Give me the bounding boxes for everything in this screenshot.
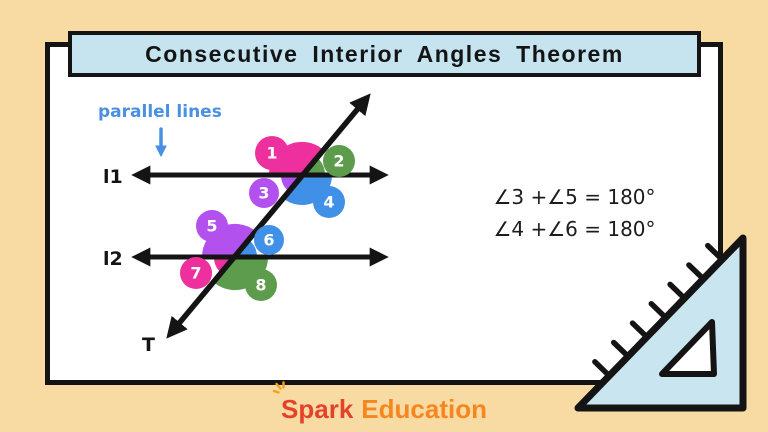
angle-badge-2 xyxy=(323,145,355,177)
transversal-label: T xyxy=(142,334,155,356)
ruler-inner-hole xyxy=(659,319,717,377)
triangle-ruler-icon xyxy=(574,234,747,412)
parallel-lines-annotation: parallel lines xyxy=(98,102,222,122)
title-banner: Consecutive Interior Angles Theorem xyxy=(68,31,701,77)
angle-badges: 1 2 3 4 5 6 7 8 xyxy=(180,136,355,301)
angle-badge-label-6: 6 xyxy=(263,231,274,250)
line2-label: l2 xyxy=(103,248,123,270)
angle-badge-5 xyxy=(196,210,228,242)
page-title: Consecutive Interior Angles Theorem xyxy=(145,40,624,67)
angle-badge-label-4: 4 xyxy=(323,193,334,212)
equation-2: ∠4 +∠6 = 180° xyxy=(493,217,656,241)
angle-badge-label-3: 3 xyxy=(258,184,269,203)
angles-diagram: 1 2 3 4 5 6 7 8 parallel lines l1 l2 T xyxy=(98,93,389,356)
theorem-equations: ∠3 +∠5 = 180° ∠4 +∠6 = 180° xyxy=(462,181,687,245)
ruler-tick-marks xyxy=(592,242,725,379)
logo-word-spark-text: Spark xyxy=(281,394,354,424)
equation-1: ∠3 +∠5 = 180° xyxy=(493,185,656,209)
logo-word-spark: Spark xyxy=(272,381,354,425)
angle-badge-6 xyxy=(254,225,284,255)
spark-burst-icon xyxy=(272,381,285,394)
line1-label: l1 xyxy=(103,166,123,188)
angle-badge-label-8: 8 xyxy=(255,276,266,295)
angle-badge-label-5: 5 xyxy=(206,217,217,236)
angle-badge-3 xyxy=(249,178,279,208)
angle-badge-label-7: 7 xyxy=(190,264,201,283)
angle-badge-7 xyxy=(180,257,212,289)
angle-badge-1 xyxy=(255,136,289,170)
transversal-line xyxy=(166,93,371,339)
angle-badge-label-2: 2 xyxy=(333,152,344,171)
ruler-body xyxy=(574,234,747,412)
logo-word-education: Education xyxy=(361,394,487,424)
angle-badge-8 xyxy=(245,269,277,301)
spark-education-logo: Spark Education xyxy=(0,381,768,425)
angle-badge-4 xyxy=(313,186,345,218)
angle-badge-label-1: 1 xyxy=(266,144,277,163)
